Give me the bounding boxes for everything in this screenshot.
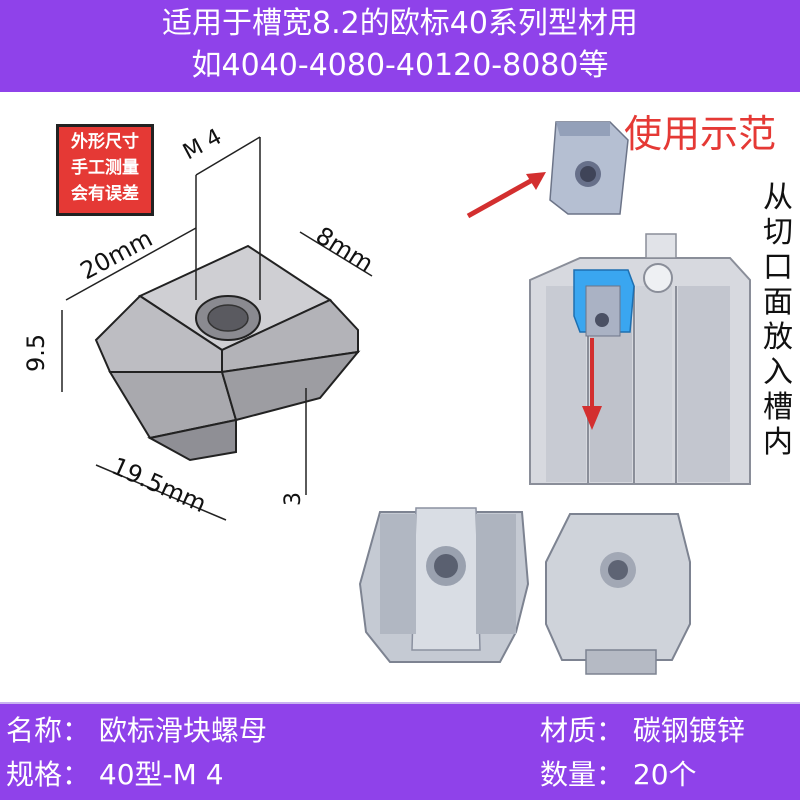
instruction-char: 面 xyxy=(763,285,793,320)
product-photos xyxy=(358,507,691,675)
nut-drawing xyxy=(94,244,361,462)
instruction-char: 口 xyxy=(763,250,793,285)
footer-divider xyxy=(0,702,800,704)
base-label: 3 xyxy=(281,492,306,506)
dimension-drawing: M 4 20mm 8mm 9.5 19.5mm 3 xyxy=(22,124,378,521)
usage-instruction: 从 切 口 面 放 入 槽 内 xyxy=(758,180,798,460)
small-nut-icon xyxy=(549,121,629,215)
title-banner: 适用于槽宽8.2的欧标40系列型材用 如4040-4080-40120-8080… xyxy=(0,0,800,92)
title-line-1: 适用于槽宽8.2的欧标40系列型材用 xyxy=(162,6,638,41)
instruction-char: 槽 xyxy=(763,390,793,425)
arrow-icon xyxy=(526,172,546,190)
instruction-char: 从 xyxy=(763,180,793,215)
bottom-length-label: 19.5mm xyxy=(108,452,211,518)
instruction-char: 入 xyxy=(763,355,793,390)
nut-photo-1 xyxy=(358,507,530,663)
height-label: 9.5 xyxy=(22,334,50,372)
measurement-note: 外形尺寸 手工测量 会有误差 xyxy=(56,124,154,216)
aluminium-profile xyxy=(529,233,751,485)
title-line-2: 如4040-4080-40120-8080等 xyxy=(191,48,609,83)
material: 材质： 碳钢镀锌 xyxy=(540,714,745,747)
note-line-3: 会有误差 xyxy=(71,184,139,204)
usage-illustration xyxy=(466,121,751,485)
product-name: 名称： 欧标滑块螺母 xyxy=(6,714,267,747)
specification: 规格： 40型-M 4 xyxy=(6,758,224,791)
usage-title: 使用示范 xyxy=(624,112,777,156)
instruction-char: 内 xyxy=(763,425,793,460)
quantity: 数量： 20个 xyxy=(540,758,697,791)
width-label: 8mm xyxy=(311,221,378,278)
instruction-char: 切 xyxy=(763,215,793,250)
note-line-1: 外形尺寸 xyxy=(71,132,139,152)
length-label: 20mm xyxy=(76,224,157,285)
thread-label: M 4 xyxy=(179,124,226,165)
nut-photo-2 xyxy=(545,513,691,675)
instruction-char: 放 xyxy=(763,320,793,355)
down-arrow-icon xyxy=(582,406,602,430)
info-footer: 名称： 欧标滑块螺母 材质： 碳钢镀锌 规格： 40型-M 4 数量： 20个 xyxy=(0,704,800,800)
note-line-2: 手工测量 xyxy=(71,158,139,178)
